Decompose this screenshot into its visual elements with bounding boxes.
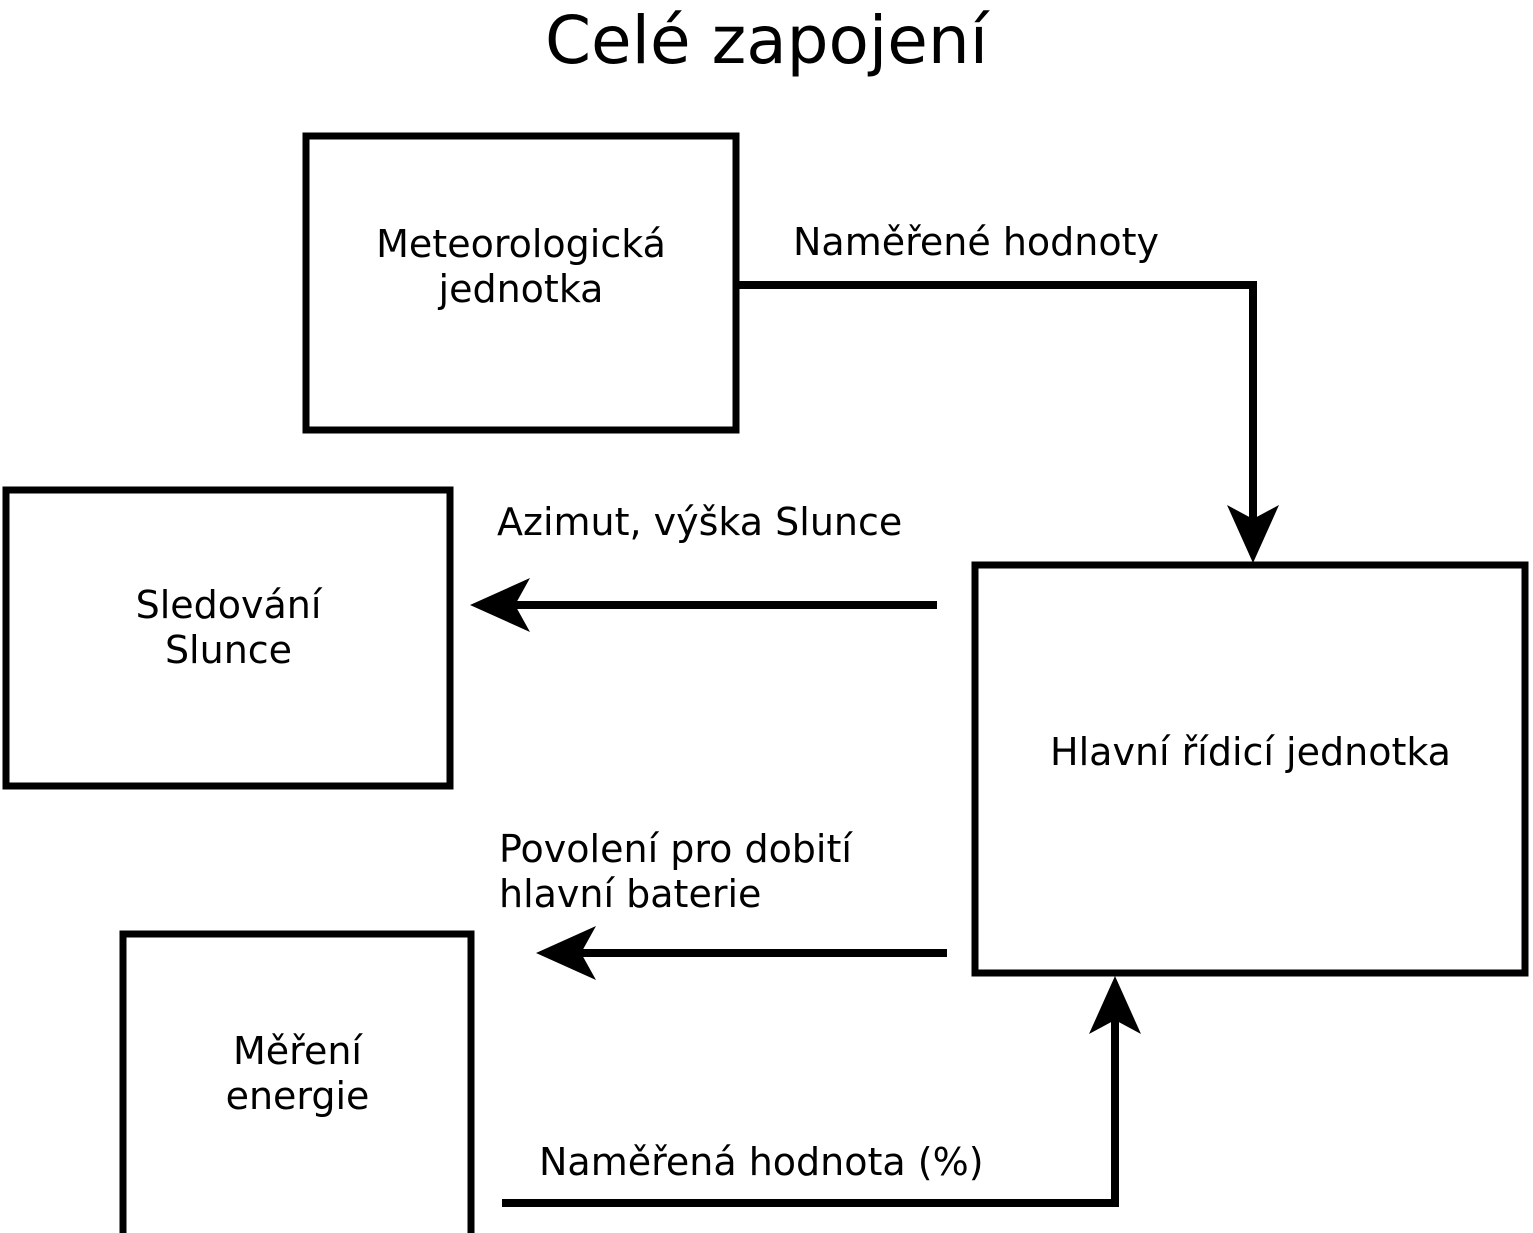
node-box-weather-unit[interactable] [302,132,740,434]
node-box-main-control[interactable] [971,561,1529,977]
node-label-energy-measurement: Měření energie [225,1029,370,1118]
edge-control-to-energy [536,926,947,980]
node-box-energy-measurement[interactable] [119,930,475,1233]
node-box-sun-tracking[interactable] [2,486,454,790]
edge-label-azimuth-altitude: Azimut, výška Slunce [497,500,903,544]
node-label-weather-unit: Meteorologická jednotka [376,222,666,311]
edge-label-charge-permission: Povolení pro dobití hlavní baterie [499,827,852,916]
edge-energy-to-control [502,976,1141,1207]
edge-label-measured-values: Naměřené hodnoty [793,220,1159,264]
edge-label-measured-percent: Naměřená hodnota (%) [539,1140,984,1184]
node-label-main-control: Hlavní řídicí jednotka [1050,730,1451,774]
page-title: Celé zapojení [544,2,989,79]
edge-control-to-sun [470,578,937,632]
node-label-sun-tracking: Sledování Slunce [135,583,322,672]
edge-weather-to-control [738,281,1279,563]
